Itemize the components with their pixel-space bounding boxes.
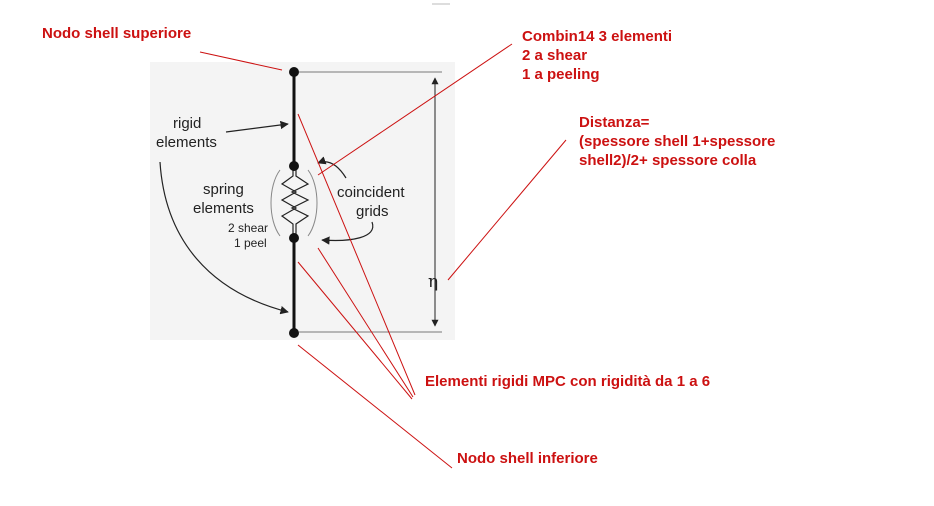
- spring-bracket-left: [270, 169, 281, 237]
- eta-label: η: [428, 272, 438, 292]
- peel-label: 1 peel: [234, 236, 267, 250]
- lower-grid-node: [289, 233, 299, 243]
- leader-distanza: [447, 139, 567, 281]
- annotation-elementi-rigidi: Elementi rigidi MPC con rigidità da 1 a …: [425, 373, 710, 390]
- leader-combin14: [317, 43, 513, 176]
- leader-rigidi-upper: [297, 113, 416, 396]
- annotation-nodo-inferiore: Nodo shell inferiore: [457, 450, 598, 467]
- annotation-nodo-superiore: Nodo shell superiore: [42, 25, 191, 42]
- coincident-arrow-lower: [321, 221, 374, 245]
- upper-shell-node: [289, 67, 299, 77]
- annotation-combin-line3: 1 a peeling: [522, 66, 600, 83]
- shear-label: 2 shear: [228, 221, 268, 235]
- rigid-curve-arrow: [159, 161, 289, 315]
- upper-grid-node: [289, 161, 299, 171]
- leader-nodo-superiore: [199, 51, 283, 71]
- annotation-combin-line1: Combin14 3 elementi: [522, 28, 672, 45]
- coincident-label-line2: grids: [356, 203, 389, 220]
- annotation-distanza-line3: shell2)/2+ spessore colla: [579, 152, 757, 169]
- annotation-distanza-line1: Distanza=: [579, 114, 650, 131]
- spring-label-line2: elements: [193, 200, 254, 217]
- leader-rigidi-middle: [317, 247, 414, 398]
- coincident-arrow-upper: [317, 156, 347, 179]
- spring-label-line1: spring: [203, 181, 244, 198]
- spring-left: [280, 168, 298, 236]
- leader-nodo-inferiore: [297, 344, 453, 469]
- annotation-combin-line2: 2 a shear: [522, 47, 587, 64]
- annotation-distanza-line2: (spessore shell 1+spessore: [579, 133, 775, 150]
- figure-panel: [150, 62, 455, 340]
- spring-right: [290, 168, 310, 236]
- rigid-label-line1: rigid: [173, 115, 201, 132]
- rigid-label-line2: elements: [156, 134, 217, 151]
- rigid-arrow: [225, 120, 289, 133]
- coincident-label-line1: coincident: [337, 184, 405, 201]
- spring-bracket-right: [307, 169, 318, 237]
- lower-shell-node: [289, 328, 299, 338]
- leader-rigidi-lower: [297, 261, 413, 400]
